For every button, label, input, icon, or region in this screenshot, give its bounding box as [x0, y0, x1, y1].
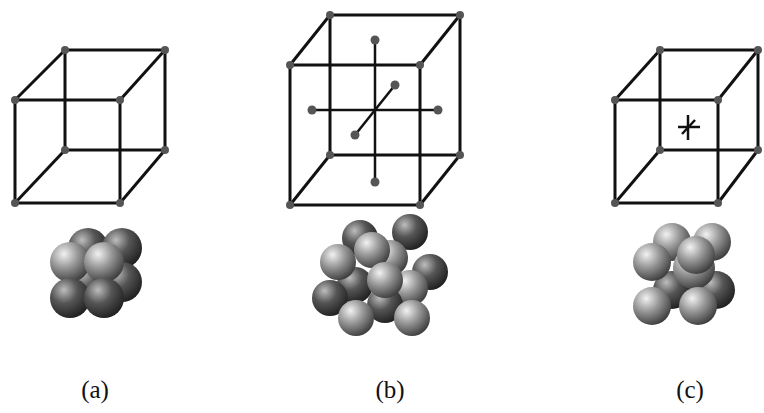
lattice-points [286, 11, 464, 209]
lattice-points [11, 46, 169, 207]
lattice-points [611, 46, 762, 207]
fcc-cell [290, 15, 460, 205]
figure-label: (b) [375, 376, 404, 404]
figure-label: (a) [81, 376, 109, 404]
simple-cubic-cell [15, 50, 165, 203]
bcc-cell [615, 50, 758, 203]
bcc-spheres [633, 223, 735, 325]
figure-label: (c) [676, 376, 704, 404]
bcc-center-mark [678, 115, 700, 140]
simple-cubic-spheres [50, 228, 142, 318]
fcc-spheres [312, 214, 448, 336]
fcc-face-axes [312, 40, 438, 182]
